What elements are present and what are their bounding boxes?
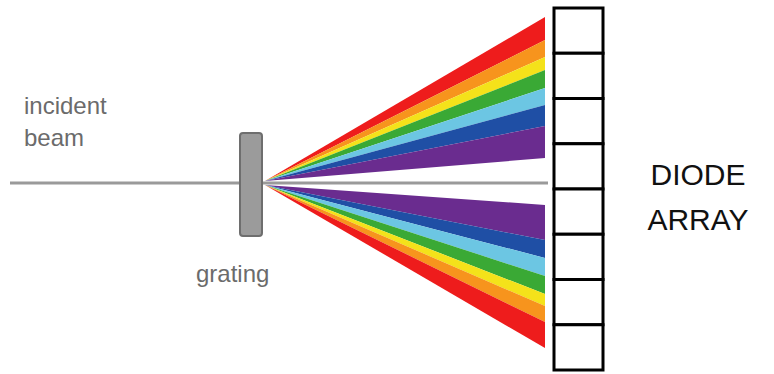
grating-label: grating: [196, 258, 306, 289]
zero-order-beam: [262, 182, 548, 185]
red-band: [265, 185, 545, 348]
orange-band: [265, 40, 545, 181]
diode-cell: [554, 8, 603, 53]
diode-cell: [554, 99, 603, 144]
diode-cell: [554, 189, 603, 234]
beam-label: incident beam: [24, 90, 134, 155]
lightblue-band: [265, 88, 545, 181]
diode-cell: [554, 325, 603, 370]
red-band: [265, 17, 545, 181]
diode-array: [554, 8, 603, 370]
diode-cell: [554, 53, 603, 98]
grating-plate: [240, 133, 262, 236]
blue-band: [265, 105, 545, 181]
diode-cell: [554, 280, 603, 325]
incident-beam-line: [10, 182, 242, 185]
lower-spectrum: [265, 185, 545, 348]
diode-cell: [554, 234, 603, 279]
green-band: [265, 70, 545, 181]
violet-band: [265, 126, 545, 181]
yellow-band: [265, 57, 545, 181]
diode-cell: [554, 144, 603, 189]
upper-spectrum: [265, 17, 545, 181]
array-label: DIODE ARRAY: [628, 152, 768, 242]
